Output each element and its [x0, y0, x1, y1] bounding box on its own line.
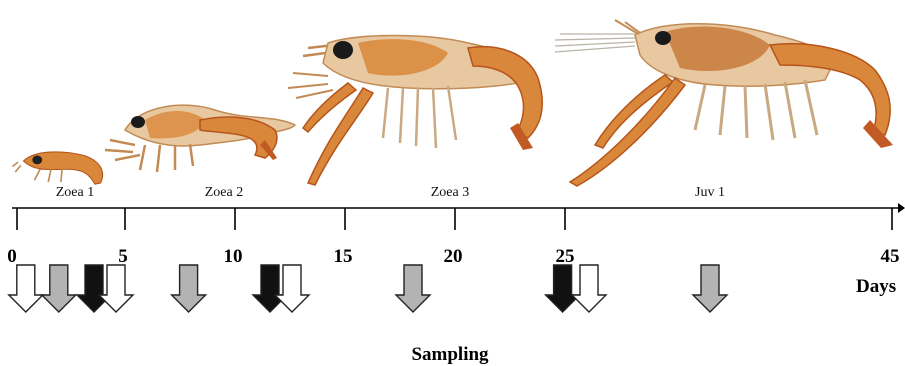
black-sampling-arrow-icon — [253, 265, 287, 312]
days-unit-label: Days — [856, 276, 896, 297]
gray-sampling-arrow-icon — [693, 265, 727, 312]
tick-label: 15 — [334, 246, 353, 267]
white-sampling-arrow-icon — [275, 265, 309, 312]
stage-label-zoea2: Zoea 2 — [205, 185, 243, 200]
shrimp-zoea2-image — [105, 105, 295, 172]
black-sampling-arrow-icon — [546, 265, 580, 312]
black-sampling-arrow-icon — [77, 265, 111, 312]
tick-label: 25 — [556, 246, 575, 267]
sampling-caption: Sampling — [411, 344, 489, 365]
stage-label-zoea1: Zoea 1 — [56, 185, 94, 200]
white-sampling-arrow-icon — [572, 265, 606, 312]
axis-ticks — [17, 208, 892, 230]
shrimp-juv1-image — [555, 20, 893, 186]
white-sampling-arrow-icon — [99, 265, 133, 312]
tick-label: 20 — [444, 246, 463, 267]
gray-sampling-arrow-icon — [396, 265, 430, 312]
tick-label: 10 — [224, 246, 243, 267]
white-sampling-arrow-icon — [9, 265, 43, 312]
tick-label: 45 — [881, 246, 900, 267]
gray-sampling-arrow-icon — [172, 265, 206, 312]
axis-arrowhead-icon — [898, 203, 905, 213]
shrimp-zoea3-image — [288, 36, 542, 186]
tick-label: 0 — [7, 246, 17, 267]
sampling-arrows — [9, 265, 727, 312]
stage-label-juv1: Juv 1 — [695, 185, 725, 200]
shrimp-zoea1-image — [13, 152, 103, 184]
stage-label-zoea3: Zoea 3 — [431, 185, 469, 200]
gray-sampling-arrow-icon — [42, 265, 76, 312]
tick-label: 5 — [118, 246, 128, 267]
